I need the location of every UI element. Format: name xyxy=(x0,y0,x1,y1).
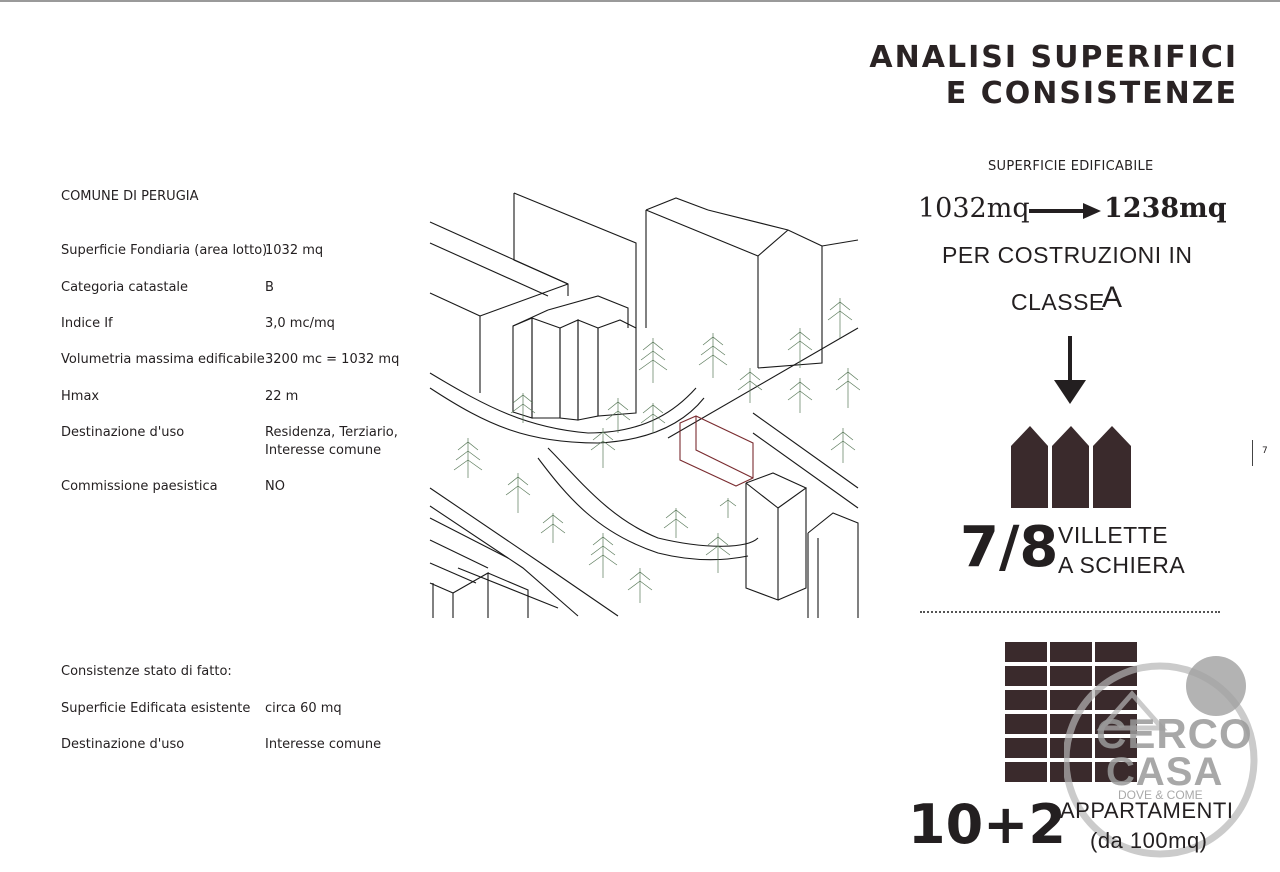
watermark-line3: DOVE & COME xyxy=(1118,788,1203,802)
page-title-line2: E CONSISTENZE xyxy=(945,76,1238,111)
stato-value-destinazione: Interesse comune xyxy=(265,737,382,752)
villette-label-1: VILLETTE xyxy=(1058,522,1169,548)
row-value-destinazione: Residenza, Terziario, xyxy=(265,425,398,440)
villette-count: 7/8 xyxy=(960,515,1059,580)
watermark-line2: CASA xyxy=(1106,750,1224,794)
site-axonometric-drawing xyxy=(429,192,860,618)
page-number: 7 xyxy=(1262,446,1268,456)
row-value-superficie: 1032 mq xyxy=(265,243,324,258)
stato-label-superficie: Superficie Edificata esistente xyxy=(61,701,251,716)
row-label-commissione: Commissione paesistica xyxy=(61,479,218,494)
stato-title: Consistenze stato di fatto: xyxy=(61,664,232,679)
row-label-volumetria: Volumetria massima edificabile xyxy=(61,352,265,367)
arrow-down-icon xyxy=(1054,336,1086,404)
row-label-superficie: Superficie Fondiaria (area lotto) xyxy=(61,243,268,258)
apartments-count: 10+2 xyxy=(908,793,1066,856)
section-divider xyxy=(920,611,1220,613)
page-marker xyxy=(1252,440,1253,466)
villette-houses-icon xyxy=(1011,426,1131,508)
row-value-categoria: B xyxy=(265,280,274,295)
page-title-line1: ANALISI SUPERIFICI xyxy=(869,40,1238,75)
classe-letter: A xyxy=(1102,281,1123,314)
watermark-logo-icon xyxy=(1064,656,1258,858)
row-label-categoria: Categoria catastale xyxy=(61,280,189,295)
row-label-hmax: Hmax xyxy=(61,389,100,404)
row-label-indice: Indice If xyxy=(61,316,113,331)
scan-edge xyxy=(0,0,1280,2)
comune-label: COMUNE DI PERUGIA xyxy=(61,189,199,204)
stato-value-superficie: circa 60 mq xyxy=(265,701,342,716)
villette-label-2: A SCHIERA xyxy=(1058,552,1186,578)
apartments-label-2: (da 100mq) xyxy=(1090,828,1208,853)
watermark-line1: CERCO xyxy=(1096,710,1253,757)
row-value-indice: 3,0 mc/mq xyxy=(265,316,335,331)
superficie-edificabile-label: SUPERFICIE EDIFICABILE xyxy=(988,159,1154,174)
row-value-destinazione-2: Interesse comune xyxy=(265,443,382,458)
row-value-commissione: NO xyxy=(265,479,285,494)
stato-label-destinazione: Destinazione d'uso xyxy=(61,737,185,752)
row-label-destinazione: Destinazione d'uso xyxy=(61,425,185,440)
cercocasa-watermark: CERCO CASA DOVE & COME xyxy=(1064,648,1264,858)
apartments-label-1: APPARTAMENTI xyxy=(1060,798,1234,823)
area-to: 1238mq xyxy=(1104,193,1227,224)
arrow-right-icon xyxy=(1029,203,1101,219)
page-title: ANALISI SUPERIFICI E CONSISTENZE xyxy=(869,40,1238,112)
row-value-hmax: 22 m xyxy=(265,389,299,404)
per-costruzioni-label: PER COSTRUZIONI IN xyxy=(942,242,1193,268)
row-value-volumetria: 3200 mc = 1032 mq xyxy=(265,352,400,367)
classe-label: CLASSE xyxy=(1011,289,1105,315)
area-from: 1032mq xyxy=(918,193,1030,224)
